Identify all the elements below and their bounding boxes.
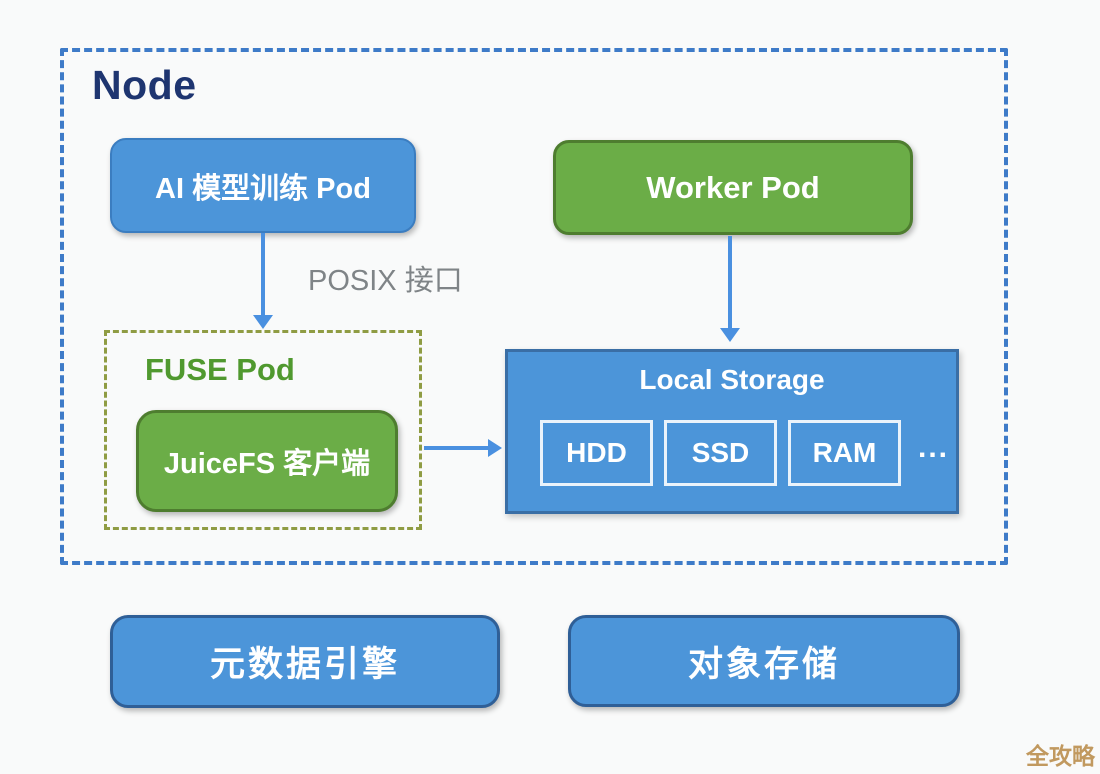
node-container xyxy=(60,48,1008,565)
posix-interface-label: POSIX 接口 xyxy=(308,265,463,297)
media-box-ssd: SSD xyxy=(664,420,777,486)
local-storage-box: Local Storage HDD SSD RAM ... xyxy=(505,349,959,514)
juicefs-client-label: JuiceFS 客户端 xyxy=(163,448,371,480)
object-storage-box: 对象存储 xyxy=(568,615,960,707)
ai-training-pod-box: AI 模型训练 Pod xyxy=(110,138,416,233)
local-storage-title: Local Storage xyxy=(639,364,825,395)
media-label-ram: RAM xyxy=(812,437,877,468)
media-label-hdd: HDD xyxy=(566,437,627,468)
arrow-ai-to-fuse-head-icon xyxy=(253,315,273,329)
arrow-juicefs-to-storage-head-icon xyxy=(488,439,502,457)
media-box-hdd: HDD xyxy=(540,420,653,486)
arrow-worker-to-storage-head-icon xyxy=(720,328,740,342)
ai-training-pod-label: AI 模型训练 Pod xyxy=(155,172,371,205)
metadata-engine-box: 元数据引擎 xyxy=(110,615,500,708)
arrow-ai-to-fuse-line xyxy=(261,233,265,317)
object-storage-label: 对象存储 xyxy=(687,644,840,684)
fuse-pod-container xyxy=(104,330,422,530)
worker-pod-label: Worker Pod xyxy=(646,169,820,205)
juicefs-client-box: JuiceFS 客户端 xyxy=(136,410,398,512)
arrow-juicefs-to-storage-line xyxy=(424,446,490,450)
ellipsis-label: ... xyxy=(918,431,950,464)
metadata-engine-label: 元数据引擎 xyxy=(209,645,400,684)
media-label-ssd: SSD xyxy=(691,437,750,468)
media-box-ram: RAM xyxy=(788,420,901,486)
arrow-worker-to-storage-line xyxy=(728,236,732,330)
fuse-pod-title: FUSE Pod xyxy=(145,352,295,387)
watermark-text: 全攻略 xyxy=(1026,743,1095,769)
node-title: Node xyxy=(92,62,197,108)
worker-pod-box: Worker Pod xyxy=(553,140,913,235)
local-storage-media-row: HDD SSD RAM ... xyxy=(540,420,949,486)
